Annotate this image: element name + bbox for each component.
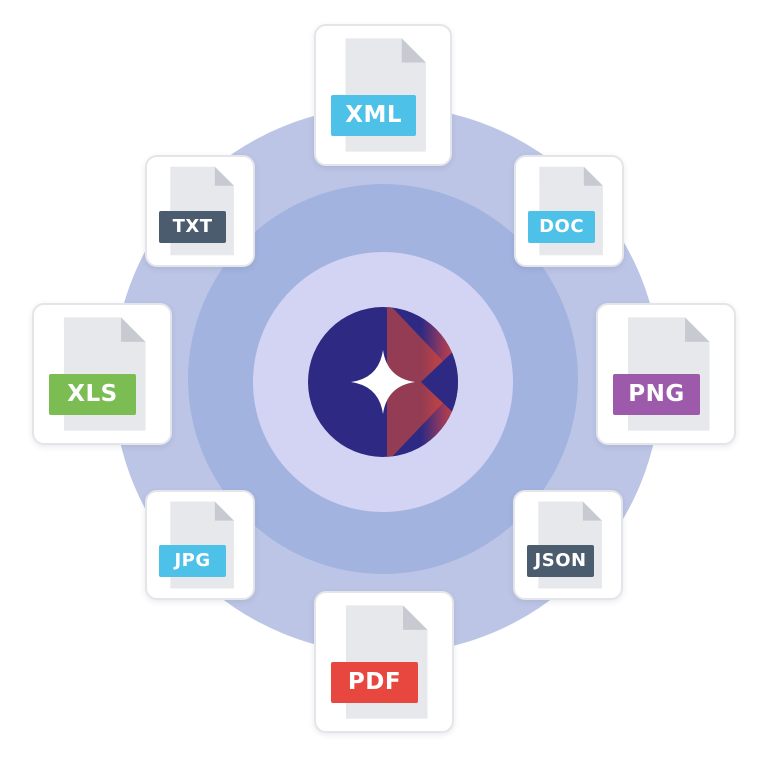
file-card-xml: XML (314, 24, 452, 166)
file-card-pdf: PDF (314, 591, 454, 733)
file-card-jpg: JPG (145, 490, 255, 600)
file-card-txt: TXT (145, 155, 255, 267)
file-label-doc: DOC (527, 211, 596, 244)
file-label-jpg: JPG (158, 545, 227, 577)
brand-logo (308, 307, 458, 457)
file-card-json: JSON (513, 490, 623, 600)
file-label-png: PNG (612, 374, 700, 416)
file-label-json: JSON (526, 545, 595, 577)
file-card-doc: DOC (514, 155, 624, 267)
file-label-xml: XML (330, 95, 417, 137)
file-label-xls: XLS (48, 374, 136, 416)
file-card-png: PNG (596, 303, 736, 445)
sparkle-shape (351, 350, 415, 414)
file-label-txt: TXT (158, 211, 227, 244)
file-card-xls: XLS (32, 303, 172, 445)
file-label-pdf: PDF (330, 662, 418, 704)
